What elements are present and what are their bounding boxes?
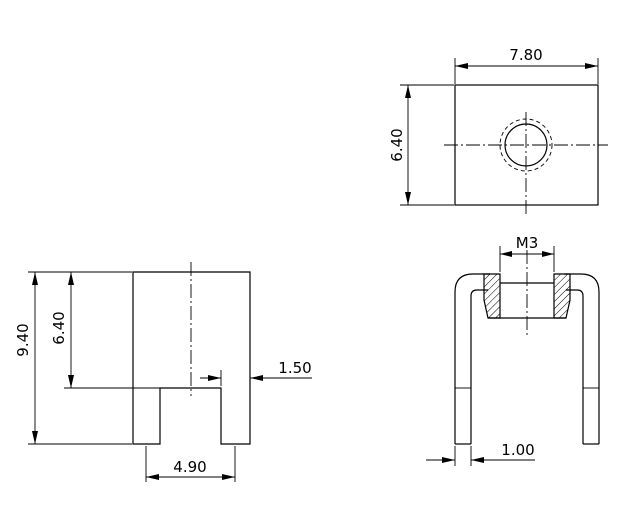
body-height-dimension: 6.40 [50, 271, 152, 389]
total-height-dimension: 9.40 [14, 271, 132, 445]
left-leg-outer [454, 273, 490, 444]
left-insert-section [483, 273, 501, 319]
thread-label: M3 [516, 234, 539, 252]
leg-spacing-dimension: 4.90 [145, 446, 236, 482]
leg-spacing-label: 4.90 [173, 458, 206, 476]
side-view: 9.40 6.40 1.50 4.90 [14, 262, 312, 482]
top-height-label: 6.40 [388, 128, 406, 161]
thickness-label: 1.50 [278, 359, 311, 377]
top-view: 7.80 6.40 [388, 46, 608, 214]
left-leg-inner [470, 289, 488, 444]
leg-thickness-dimension: 1.00 [426, 441, 535, 466]
body-height-label: 6.40 [50, 311, 68, 344]
top-width-label: 7.80 [509, 46, 542, 64]
thread-outer-circle [499, 118, 553, 172]
top-height-dimension: 6.40 [388, 84, 454, 206]
thread-dimension: M3 [499, 234, 555, 272]
front-view: M3 1.00 [426, 234, 600, 466]
right-leg-inner [566, 289, 584, 444]
top-width-dimension: 7.80 [454, 46, 599, 84]
side-view-outline [132, 271, 251, 445]
thickness-dimension: 1.50 [200, 359, 312, 386]
total-height-label: 9.40 [14, 323, 32, 356]
threaded-hole [504, 123, 548, 167]
right-insert-section [553, 273, 571, 319]
right-leg-outer [564, 273, 600, 444]
leg-thickness-label: 1.00 [501, 441, 534, 459]
